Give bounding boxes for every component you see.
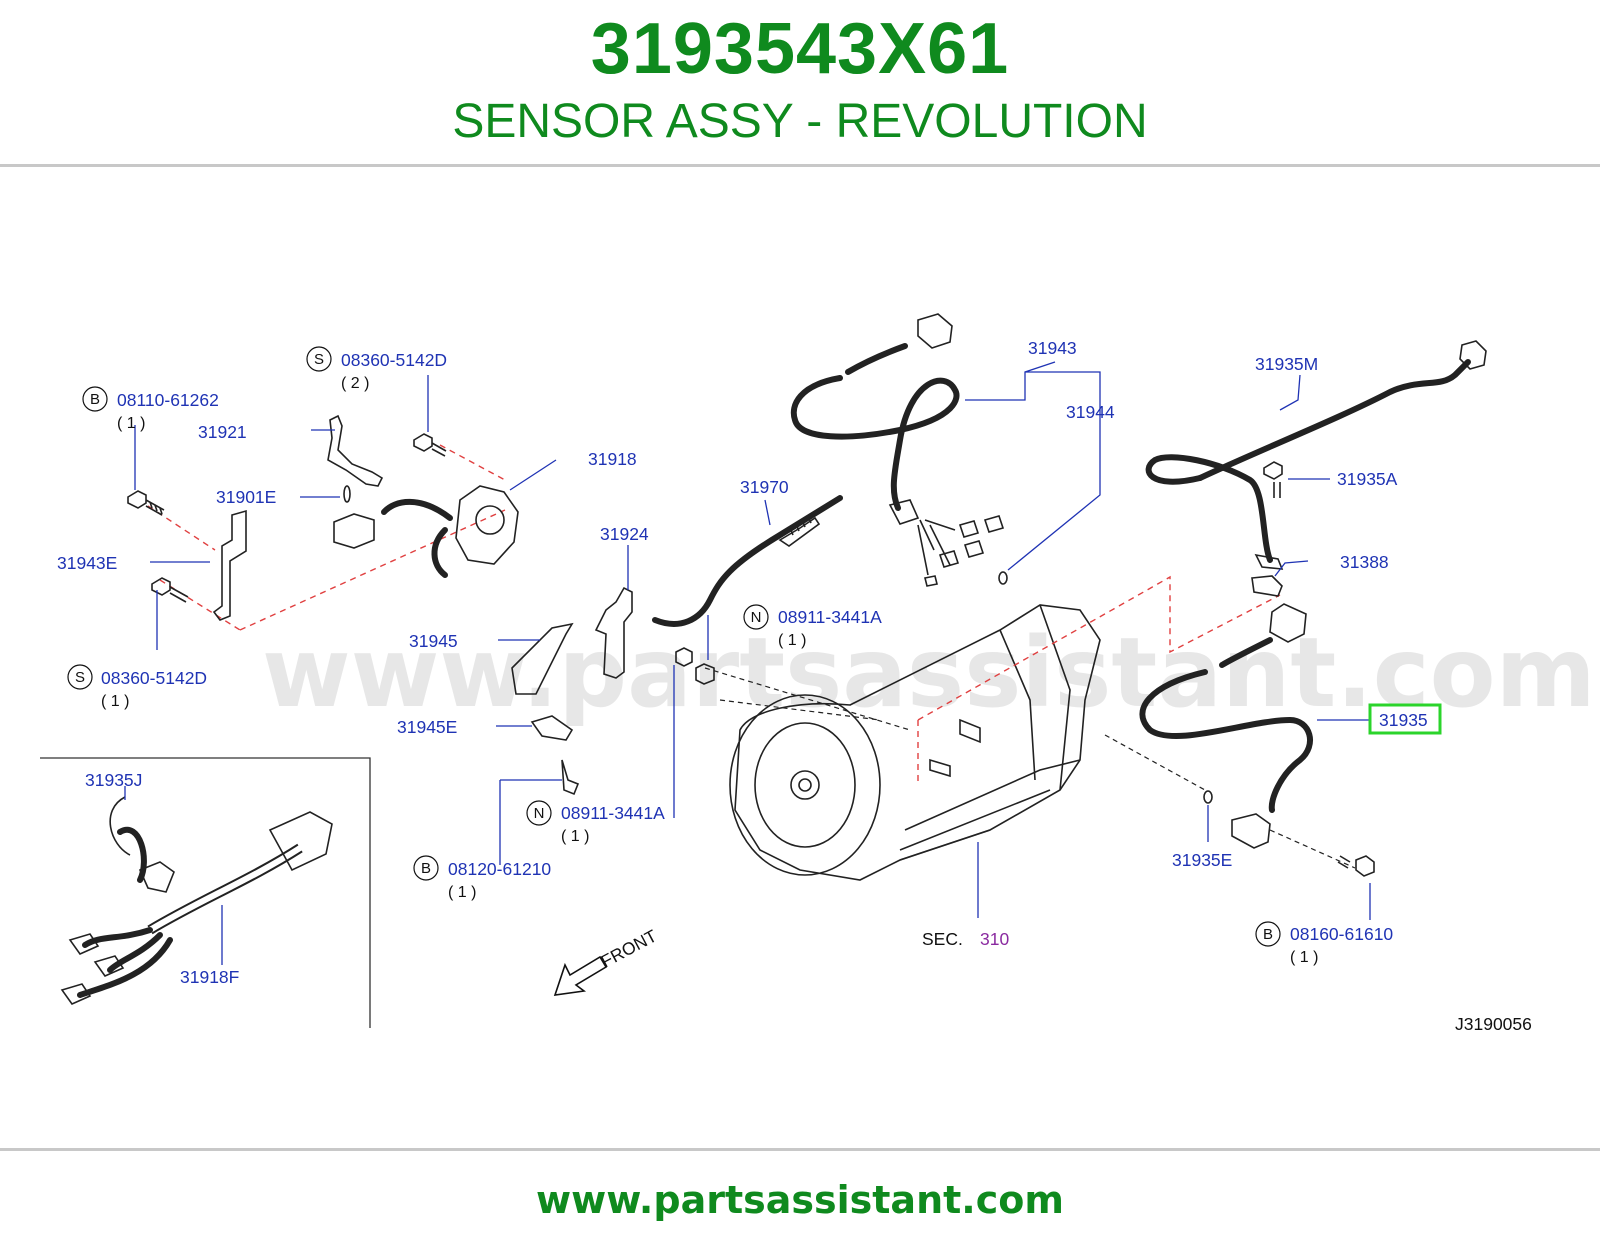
qty-08120: ( 1 ): [448, 884, 476, 901]
front-label: FRONT: [597, 925, 660, 971]
transmission-assembly: [704, 575, 1281, 881]
harness-31918f: [60, 811, 333, 1005]
svg-text:B: B: [1263, 926, 1273, 943]
qty-08911-upper: ( 1 ): [778, 632, 806, 649]
bolt-08110: [127, 490, 165, 516]
prefix-s-08360-upper: S: [306, 346, 332, 372]
label-31935e[interactable]: 31935E: [1172, 850, 1232, 870]
leader-lines-sensor: [1207, 719, 1371, 920]
svg-text:N: N: [534, 805, 545, 822]
plate-31924: [594, 586, 633, 679]
harness-31935m: [1145, 340, 1487, 570]
label-31943e[interactable]: 31943E: [57, 553, 117, 573]
label-08110-61262[interactable]: 08110-61262: [117, 390, 219, 410]
bolt-31935a: [1263, 461, 1283, 498]
leader-lines-right-top: [1274, 374, 1330, 577]
bracket-31943e: [212, 509, 247, 621]
cable-31970: [652, 495, 843, 627]
label-08360-5142d-upper[interactable]: 08360-5142D: [341, 350, 447, 370]
nut-08911-a: [675, 647, 693, 667]
harness-31943: [790, 313, 1005, 587]
label-31945[interactable]: 31945: [409, 631, 458, 651]
oring-31901e: [343, 485, 351, 503]
inset-border: [40, 757, 371, 1028]
label-31918[interactable]: 31918: [588, 449, 637, 469]
prefix-s-08360-lower: S: [67, 664, 93, 690]
prefix-b-08160: B: [1255, 921, 1281, 947]
svg-text:B: B: [421, 860, 431, 877]
bolt-08360-lower: [151, 577, 189, 603]
leader-31943-31944: [965, 361, 1101, 571]
switch-31918: [333, 485, 519, 578]
label-31901e[interactable]: 31901E: [216, 487, 276, 507]
svg-text:S: S: [314, 351, 324, 368]
label-31388[interactable]: 31388: [1340, 552, 1389, 572]
nut-08911-b: [695, 663, 715, 685]
prefix-b-08110: B: [82, 386, 108, 412]
part-description: SENSOR ASSY - REVOLUTION: [452, 95, 1148, 148]
gasket-31388: [1251, 575, 1283, 597]
label-31935-highlighted[interactable]: 31935: [1379, 710, 1428, 730]
label-31918f[interactable]: 31918F: [180, 967, 239, 987]
prefix-b-08120: B: [413, 855, 439, 881]
label-31935j[interactable]: 31935J: [85, 770, 142, 790]
label-08120-61210[interactable]: 08120-61210: [448, 859, 551, 879]
footer-website-link[interactable]: www.partsassistant.com: [536, 1178, 1064, 1222]
bolt-08160: [1337, 855, 1375, 877]
header-divider: [0, 164, 1600, 167]
label-08911-3441a-lower[interactable]: 08911-3441A: [561, 803, 665, 823]
label-sec-310[interactable]: 310: [980, 929, 1009, 949]
qty-08360-lower: ( 1 ): [101, 693, 129, 710]
label-31945e[interactable]: 31945E: [397, 717, 457, 737]
lever-31921: [327, 414, 384, 487]
diagram-code: J3190056: [1455, 1014, 1532, 1034]
bolt-08120: [561, 759, 580, 796]
prefix-n-08911-upper: N: [743, 604, 769, 630]
prefix-n-08911-lower: N: [526, 800, 552, 826]
oring-31944: [998, 571, 1008, 585]
front-arrow-icon: [553, 955, 608, 996]
label-31935a[interactable]: 31935A: [1337, 469, 1398, 489]
leader-lines-left: [134, 375, 557, 650]
qty-08110: ( 1 ): [117, 415, 145, 432]
washer-31945e: [530, 715, 574, 741]
assembly-line-left: [147, 444, 506, 631]
label-sec: SEC.: [922, 929, 963, 949]
svg-text:B: B: [90, 391, 100, 408]
label-08160-61610[interactable]: 08160-61610: [1290, 924, 1393, 944]
clip-31935j: [109, 796, 131, 856]
label-31944[interactable]: 31944: [1066, 402, 1115, 422]
svg-text:S: S: [75, 669, 85, 686]
bolt-08360-upper: [413, 433, 447, 457]
part-number-title: 3193543X61: [590, 9, 1010, 89]
label-31924[interactable]: 31924: [600, 524, 649, 544]
qty-08160: ( 1 ): [1290, 949, 1318, 966]
highlight-box-31935: [1368, 703, 1442, 735]
leader-lines-inset: [124, 786, 223, 965]
bracket-31945: [511, 622, 574, 695]
label-31943[interactable]: 31943: [1028, 338, 1077, 358]
label-08911-3441a-upper[interactable]: 08911-3441A: [778, 607, 882, 627]
sensor-31935: [1139, 603, 1313, 849]
assembly-line-sensor: [1104, 734, 1356, 869]
svg-text:N: N: [751, 609, 762, 626]
label-08360-5142d-lower[interactable]: 08360-5142D: [101, 668, 207, 688]
footer-divider: [0, 1148, 1600, 1151]
label-31935m[interactable]: 31935M: [1255, 354, 1318, 374]
leader-lines-center: [496, 499, 771, 865]
oring-31935e: [1203, 790, 1213, 804]
label-31921[interactable]: 31921: [198, 422, 247, 442]
qty-08360-upper: ( 2 ): [341, 375, 369, 392]
label-31970[interactable]: 31970: [740, 477, 789, 497]
qty-08911-lower: ( 1 ): [561, 828, 589, 845]
